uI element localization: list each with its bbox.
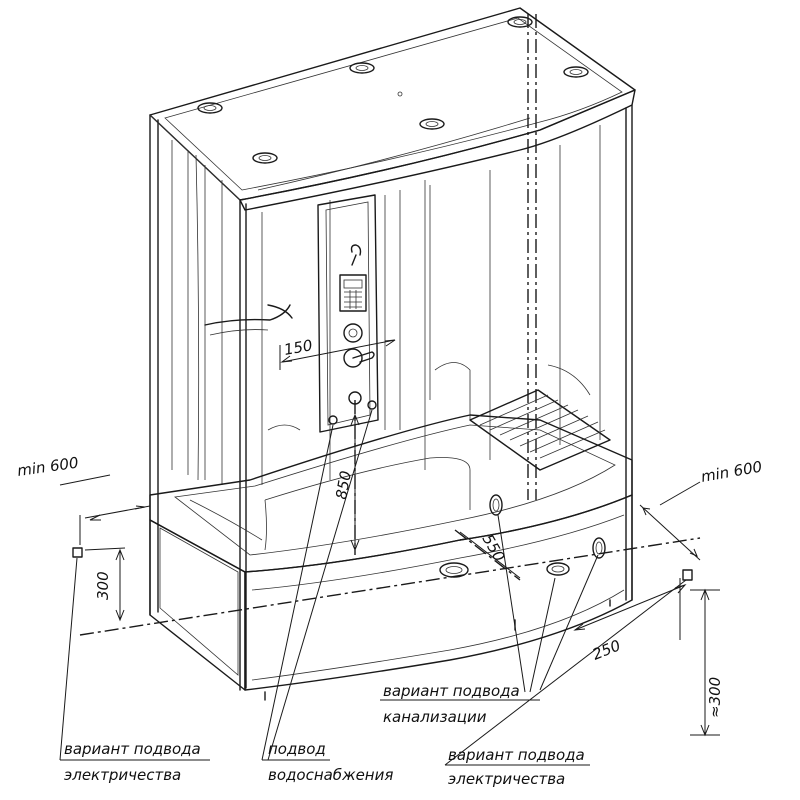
bathtub (149, 414, 633, 701)
label-elec-right-line2: электричества (448, 770, 565, 788)
callout-labels: вариант подвода канализации подвод водос… (64, 682, 585, 788)
dim-300-right: ≈300 (706, 677, 724, 718)
dimension-lines (59, 339, 720, 737)
socket-right-icon (682, 569, 693, 581)
dim-850: 850 (332, 469, 355, 500)
cabin-roof (149, 7, 636, 211)
electric-sockets (72, 547, 693, 581)
dim-150: 150 (283, 336, 314, 359)
label-water-line1: подвод (268, 740, 326, 758)
roof-light-3 (563, 66, 589, 78)
mixer-knob (343, 348, 363, 368)
control-panel (317, 194, 379, 433)
dim-300-left: 300 (94, 571, 112, 600)
tub-jet-4 (489, 494, 503, 516)
bench-seat (469, 389, 611, 471)
roof-light-6 (252, 152, 278, 164)
valve-knob-upper (343, 323, 363, 343)
roof-lights (197, 16, 589, 164)
dimension-labels: min 600 min 600 150 850 550 300 250 ≈300 (16, 336, 763, 718)
socket-left-icon (72, 547, 83, 558)
dim-min-600-left: min 600 (16, 454, 80, 480)
roof-light-5 (419, 118, 445, 130)
leader-lines (59, 409, 687, 766)
roof-light-2 (349, 62, 375, 74)
dim-250: 250 (590, 636, 623, 663)
control-display (339, 274, 367, 312)
panel-nozzle-left (328, 415, 338, 425)
roof-light-4 (197, 102, 223, 114)
label-drain-line2: канализации (383, 708, 487, 726)
tub-jet-3 (592, 537, 606, 559)
label-drain-line1: вариант подвода (383, 682, 520, 700)
panel-nozzle-right (367, 400, 377, 410)
roof-light-1 (507, 16, 533, 28)
dim-min-600-right: min 600 (700, 458, 764, 486)
tub-jet-2 (546, 562, 570, 576)
label-elec-left-line1: вариант подвода (64, 740, 201, 758)
cabin-frame (149, 14, 633, 691)
label-elec-right-line1: вариант подвода (448, 746, 585, 764)
label-elec-left-line2: электричества (64, 766, 181, 784)
label-water-line2: водоснабжения (268, 766, 393, 784)
